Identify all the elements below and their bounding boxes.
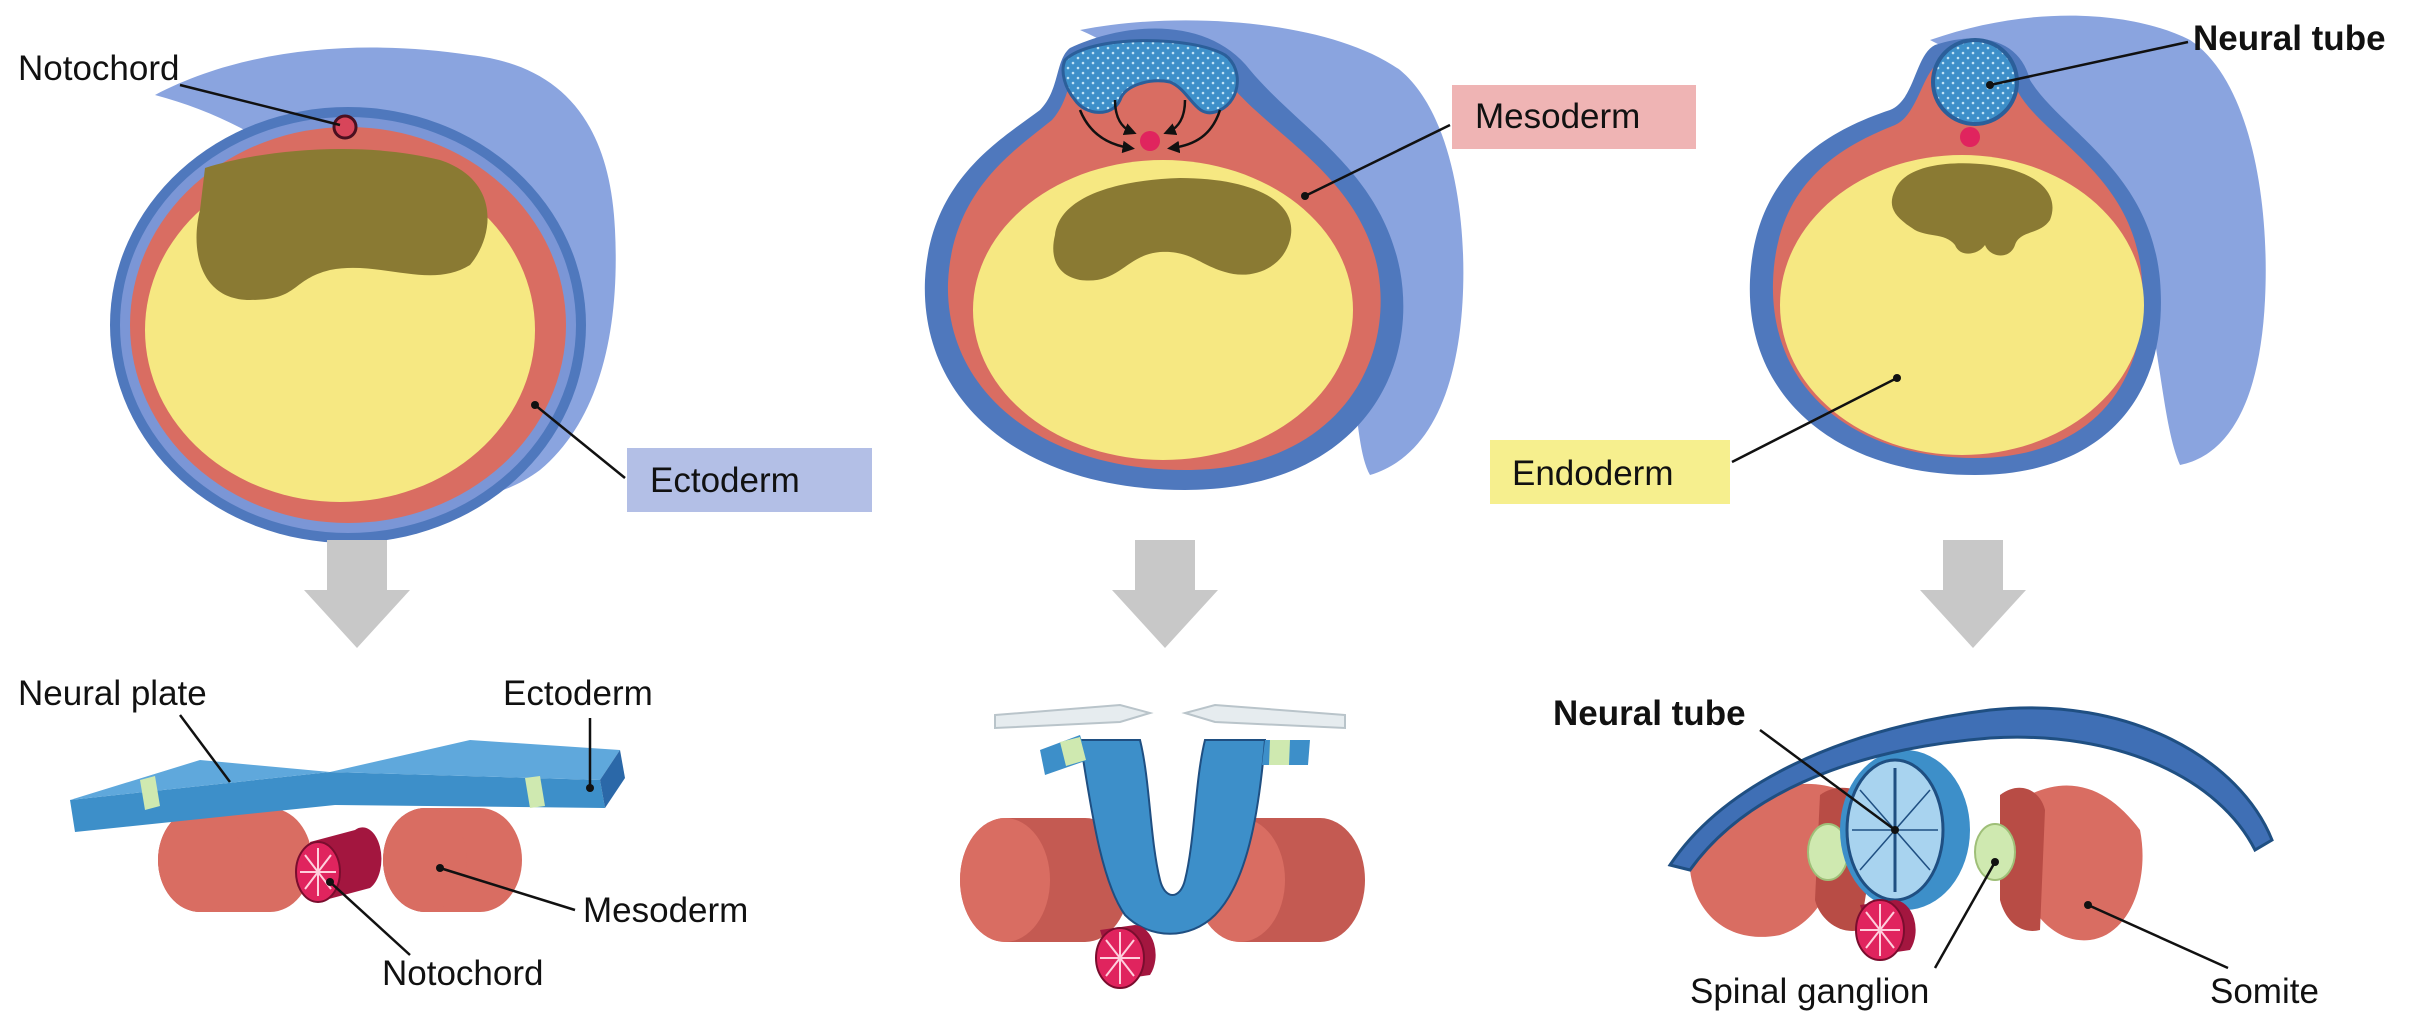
neural-fold-stage [960, 705, 1365, 988]
bottom-somite-label: Somite [2210, 972, 2319, 1011]
notochord-dot [334, 116, 356, 138]
spinal-ganglion-right [1975, 824, 2015, 880]
down-arrow [1920, 540, 2026, 648]
bottom-neural-tube-label: Neural tube [1553, 694, 1746, 733]
fold-arrow [995, 705, 1150, 728]
notochord-dot [1140, 131, 1160, 151]
bottom-spinal-ganglion-label: Spinal ganglion [1690, 972, 1929, 1011]
top-notochord-label: Notochord [18, 49, 179, 88]
bottom-neural-plate-label: Neural plate [18, 674, 207, 713]
down-arrow [304, 540, 410, 648]
neural-plate-stage [70, 740, 625, 912]
top-ectoderm-label: Ectoderm [650, 461, 800, 500]
top-neural-tube-label: Neural tube [2193, 19, 2386, 58]
top-mesoderm-label: Mesoderm [1475, 97, 1640, 136]
embryo-stage-3 [1750, 16, 2266, 475]
fold-arrow [1185, 705, 1345, 728]
notochord-dot [1960, 127, 1980, 147]
bottom-ectoderm-label: Ectoderm [503, 674, 653, 713]
bottom-notochord-label: Notochord [382, 954, 543, 993]
top-endoderm-label: Endoderm [1512, 454, 1673, 493]
bottom-mesoderm-label: Mesoderm [583, 891, 748, 930]
embryo-stage-1 [110, 48, 616, 543]
embryo-stage-2 [925, 20, 1464, 490]
neural-tube-stage [1670, 708, 2272, 960]
down-arrow [1112, 540, 1218, 648]
